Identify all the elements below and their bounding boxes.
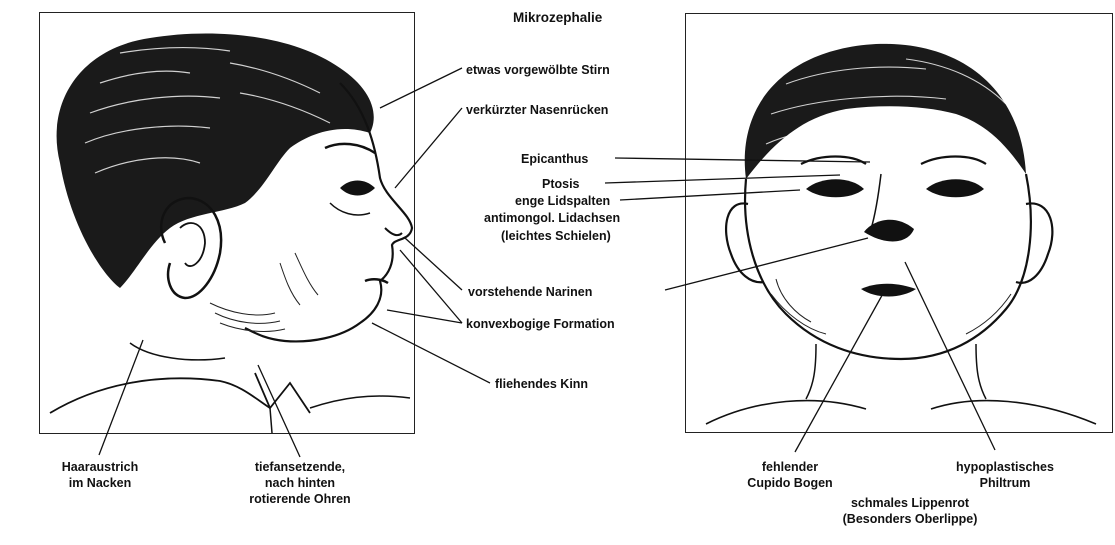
label-ohren-line2: nach hinten — [235, 475, 365, 491]
label-cupido-line2: Cupido Bogen — [730, 475, 850, 491]
frontal-face-illustration — [686, 14, 1112, 432]
face-outline — [745, 174, 1031, 359]
mouth — [365, 279, 388, 283]
label-lidspalten: enge Lidspalten — [515, 193, 610, 209]
hair-shape — [745, 44, 1026, 179]
profile-face-illustration — [40, 13, 414, 433]
label-schielen: (leichtes Schielen) — [501, 228, 611, 244]
label-haaraustrich-line2: im Nacken — [60, 475, 140, 491]
label-lippenrot: schmales Lippenrot (Besonders Oberlippe) — [815, 495, 1005, 527]
right-eyebrow — [921, 157, 986, 165]
label-philtrum-line1: hypoplastisches — [940, 459, 1070, 475]
label-ohren-line1: tiefansetzende, — [235, 459, 365, 475]
right-eye — [926, 179, 984, 197]
label-philtrum: hypoplastisches Philtrum — [940, 459, 1070, 491]
label-ohren: tiefansetzende, nach hinten rotierende O… — [235, 459, 365, 507]
collar-right — [931, 401, 1096, 424]
label-nasenruecken: verkürzter Nasenrücken — [466, 102, 608, 118]
eye — [340, 181, 375, 196]
label-formation: konvexbogige Formation — [466, 316, 615, 332]
right-ear — [1016, 203, 1052, 282]
label-philtrum-line2: Philtrum — [940, 475, 1070, 491]
frontal-illustration-panel — [685, 13, 1113, 433]
left-eyebrow — [801, 157, 866, 165]
label-narinen: vorstehende Narinen — [468, 284, 592, 300]
diagram-title: Mikrozephalie — [513, 10, 602, 26]
label-lippenrot-line2: (Besonders Oberlippe) — [815, 511, 1005, 527]
hair-shape — [57, 33, 374, 288]
label-lidachsen: antimongol. Lidachsen — [484, 210, 620, 226]
collar-left — [706, 401, 866, 424]
label-haaraustrich-line1: Haaraustrich — [60, 459, 140, 475]
label-epicanthus: Epicanthus — [521, 151, 588, 167]
label-lippenrot-line1: schmales Lippenrot — [815, 495, 1005, 511]
label-kinn: fliehendes Kinn — [495, 376, 588, 392]
eyebrow — [325, 144, 375, 153]
profile-illustration-panel — [39, 12, 415, 434]
label-cupido-line1: fehlender — [730, 459, 850, 475]
neck-line — [130, 343, 225, 360]
label-haaraustrich: Haaraustrich im Nacken — [60, 459, 140, 491]
label-ptosis: Ptosis — [542, 176, 580, 192]
mouth — [861, 284, 916, 297]
label-cupido: fehlender Cupido Bogen — [730, 459, 850, 491]
jaw-shading — [210, 253, 318, 331]
label-ohren-line3: rotierende Ohren — [235, 491, 365, 507]
nostril — [385, 228, 402, 235]
collar — [50, 378, 270, 413]
label-stirn: etwas vorgewölbte Stirn — [466, 62, 610, 78]
nose — [864, 220, 914, 242]
left-eye — [806, 179, 864, 197]
